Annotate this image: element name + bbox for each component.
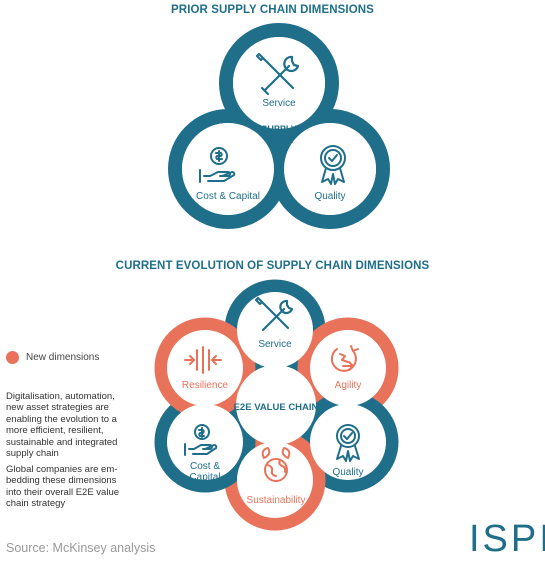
service-label: Service (262, 98, 296, 109)
supply-chain-line2: CHAIN (264, 135, 294, 145)
money-hand-icon-2 (184, 424, 218, 456)
side-paragraph-1: Digitalisation, automation, new asset st… (6, 391, 118, 460)
wrench-screwdriver-icon-2 (254, 296, 294, 332)
sustainability-label: Sustainability (246, 495, 306, 506)
current-dimensions-rings (154, 279, 399, 531)
quality-badge-icon-2 (336, 424, 360, 462)
service-label-2: Service (258, 339, 292, 350)
agility-label: Agility (334, 380, 362, 391)
prior-dimensions-rings (168, 23, 390, 229)
wrench-screwdriver-icon (255, 52, 300, 96)
bottom-diagram-title: CURRENT EVOLUTION OF SUPPLY CHAIN DIMENS… (115, 260, 430, 272)
resilience-label: Resilience (181, 380, 229, 391)
supply-chain-line1: SUPPLY (261, 124, 297, 134)
supply-chain-center-label: SUPPLY CHAIN (249, 124, 309, 146)
quality-badge-icon (320, 145, 346, 185)
resilience-arrows-icon (184, 346, 222, 374)
e2e-value-chain-label: E2E VALUE CHAIN (233, 402, 319, 413)
top-diagram-title: PRIOR SUPPLY CHAIN DIMENSIONS (171, 4, 374, 16)
source-note: Source: McKinsey analysis (6, 541, 156, 555)
sustainability-globe-icon (261, 447, 291, 482)
agility-cycle-icon (330, 345, 359, 372)
cost-capital-line1: Cost & (189, 461, 220, 472)
new-dimensions-label: New dimensions (26, 352, 100, 363)
new-dimensions-swatch (6, 351, 19, 364)
money-hand-icon (199, 147, 236, 183)
side-paragraph-2: Global companies are em-bedding these di… (6, 464, 120, 510)
quality-label-2: Quality (332, 467, 364, 478)
quality-label: Quality (314, 191, 346, 202)
cost-capital-label-2: Cost & Capital (175, 461, 235, 483)
cost-capital-label: Cost & Capital (196, 191, 260, 202)
cost-capital-line2: Capital (189, 472, 221, 483)
ispi-logo: ISPI (469, 518, 545, 560)
